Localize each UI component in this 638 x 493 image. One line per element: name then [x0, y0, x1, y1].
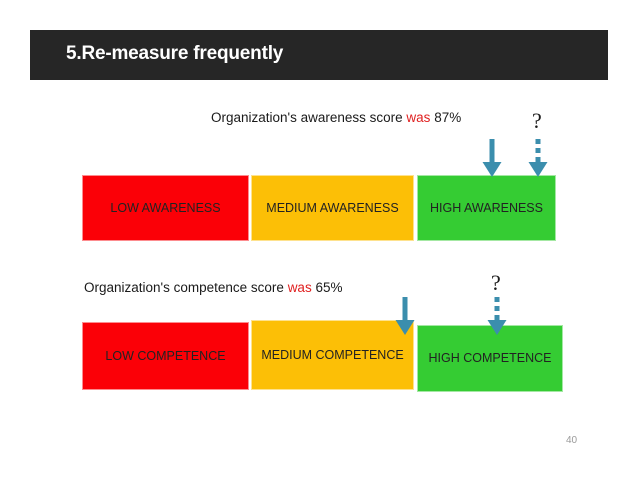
- competence-segment-low-label: LOW COMPETENCE: [105, 348, 226, 363]
- competence-caption-highlight: was: [287, 280, 312, 295]
- awareness-caption: Organization's awareness score was 87%: [211, 111, 461, 125]
- awareness-caption-before: Organization's awareness score: [211, 110, 407, 125]
- page-number: 40: [566, 435, 578, 446]
- awareness-segment-medium-label: MEDIUM AWARENESS: [266, 200, 399, 215]
- awareness-segment-high[interactable]: HIGH AWARENESS: [417, 175, 556, 241]
- awareness-caption-highlight: was: [406, 110, 431, 125]
- awareness-target-arrow-icon: [527, 139, 549, 179]
- competence-question-mark: ?: [491, 270, 501, 295]
- competence-segment-high[interactable]: HIGH COMPETENCE: [417, 325, 563, 392]
- competence-segment-medium[interactable]: MEDIUM COMPETENCE: [251, 320, 414, 390]
- competence-caption: Organization's competence score was 65%: [84, 281, 342, 295]
- competence-segment-low[interactable]: LOW COMPETENCE: [82, 322, 249, 390]
- awareness-segment-low-label: LOW AWARENESS: [110, 200, 221, 215]
- page-title: 5.Re-measure frequently: [66, 43, 284, 64]
- competence-target-arrow-icon: [486, 297, 508, 337]
- awareness-question-mark: ?: [532, 108, 542, 133]
- slide-header-bar: 5.Re-measure frequently: [30, 30, 608, 80]
- competence-segment-high-label: HIGH COMPETENCE: [428, 351, 552, 366]
- awareness-current-arrow-icon: [481, 139, 503, 179]
- awareness-segment-high-label: HIGH AWARENESS: [430, 200, 543, 215]
- awareness-segment-low[interactable]: LOW AWARENESS: [82, 175, 249, 241]
- competence-caption-after: 65%: [311, 280, 343, 295]
- competence-current-arrow-icon: [394, 297, 416, 337]
- competence-segment-medium-label: MEDIUM COMPETENCE: [261, 347, 404, 362]
- awareness-caption-after: 87%: [430, 110, 462, 125]
- awareness-segment-medium[interactable]: MEDIUM AWARENESS: [251, 175, 414, 241]
- competence-caption-before: Organization's competence score: [84, 280, 288, 295]
